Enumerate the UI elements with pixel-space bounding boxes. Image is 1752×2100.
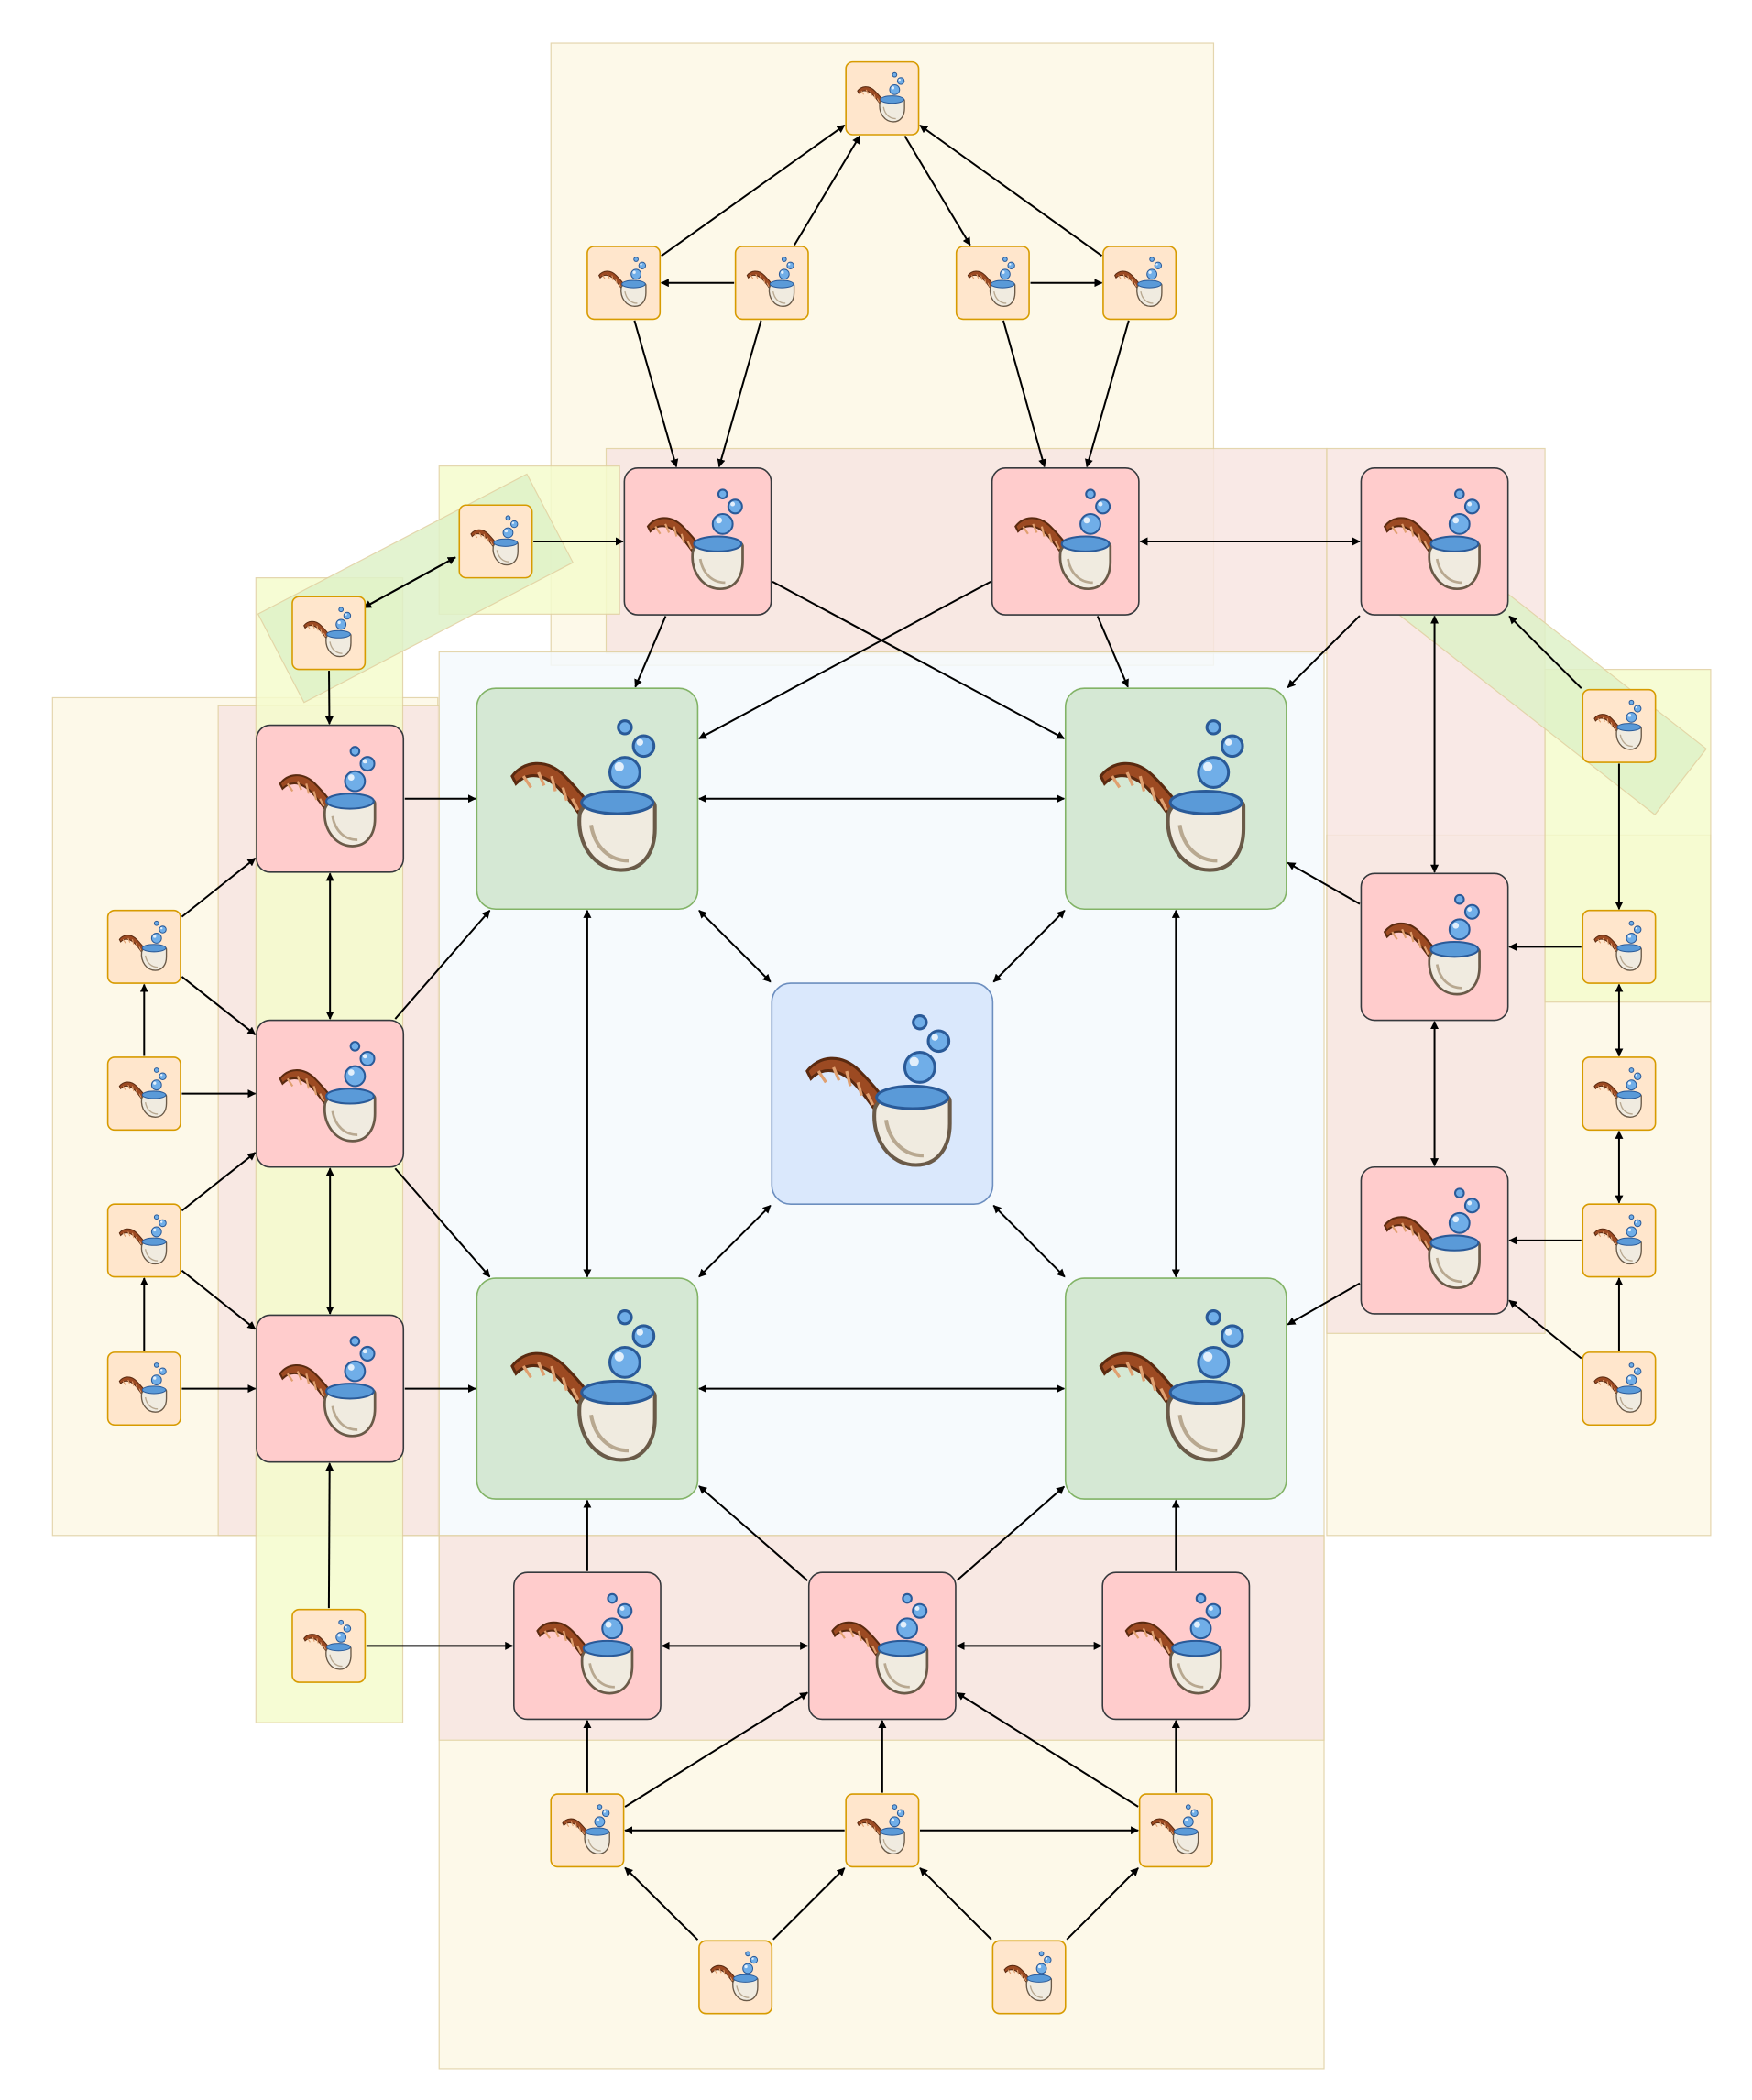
edge-o-t2-to-r-t1 — [717, 320, 762, 468]
edge-g-br-to-core — [992, 1204, 1066, 1278]
tier1-node-g-bl[interactable] — [476, 1277, 699, 1500]
leaf-node-o-r5[interactable] — [1582, 1351, 1657, 1427]
edge-r-t3-to-g-tr — [1287, 615, 1361, 689]
edge-g-tr-to-core — [992, 910, 1066, 983]
leaf-node-o-r2[interactable] — [1582, 909, 1657, 984]
tier2-node-r-b2[interactable] — [807, 1571, 957, 1721]
leaf-node-o-r1[interactable] — [1582, 688, 1657, 763]
edge-o-b1-to-r-b2 — [624, 1691, 809, 1808]
tier2-node-r-b3[interactable] — [1101, 1571, 1251, 1721]
leaf-node-o-tl[interactable] — [458, 504, 533, 579]
edge-o-r1-to-r-t3 — [1508, 615, 1582, 689]
edge-r-l2-to-g-bl — [394, 1167, 491, 1278]
edge-r-t1-to-g-tr — [772, 580, 1066, 739]
edge-g-bl-to-core — [698, 1204, 772, 1278]
edge-o-l1-to-r-l2 — [181, 976, 257, 1035]
tier1-node-g-br[interactable] — [1064, 1277, 1287, 1500]
edge-r-t1-to-g-tl — [634, 616, 667, 688]
edge-r-r1-to-g-tr — [1287, 861, 1361, 905]
leaf-node-o-l2[interactable] — [106, 1056, 181, 1132]
tier2-node-r-b1[interactable] — [513, 1571, 662, 1721]
edge-o-t2-to-o-top — [794, 135, 861, 246]
edge-o-r5-to-r-r2 — [1508, 1299, 1582, 1360]
edge-o-top-to-o-t3 — [903, 135, 971, 246]
edge-o-t1-to-r-t1 — [633, 320, 679, 468]
edge-o-b5-to-o-b2 — [919, 1867, 992, 1941]
leaf-node-o-b4[interactable] — [698, 1940, 773, 2015]
leaf-node-o-t1[interactable] — [586, 246, 662, 321]
tier2-node-r-t3[interactable] — [1360, 467, 1509, 616]
edge-g-tl-to-core — [698, 910, 772, 983]
edge-r-t2-to-g-tl — [698, 580, 991, 739]
leaf-node-o-b3[interactable] — [1138, 1793, 1213, 1868]
tier2-node-r-l1[interactable] — [256, 724, 405, 873]
leaf-node-o-l3[interactable] — [106, 1203, 181, 1278]
core-node-core[interactable] — [771, 982, 994, 1205]
tier2-node-r-r2[interactable] — [1360, 1165, 1509, 1315]
tier2-node-r-l2[interactable] — [256, 1019, 405, 1168]
tier2-node-r-l3[interactable] — [256, 1314, 405, 1463]
tier2-node-r-r1[interactable] — [1360, 872, 1509, 1022]
leaf-node-o-r3[interactable] — [1582, 1056, 1657, 1132]
edge-o-t1-to-o-top — [661, 124, 846, 257]
edge-r-b2-to-g-bl — [698, 1485, 808, 1581]
leaf-node-o-t2[interactable] — [734, 246, 809, 321]
edge-r-b2-to-g-br — [956, 1485, 1065, 1581]
edge-r-l2-to-g-tl — [394, 910, 491, 1020]
leaf-node-o-tl2[interactable] — [291, 596, 367, 671]
edge-r-t2-to-g-tr — [1096, 616, 1129, 688]
tier2-node-r-t1[interactable] — [623, 467, 772, 616]
tier1-node-g-tr[interactable] — [1064, 687, 1287, 911]
leaf-node-o-r4[interactable] — [1582, 1203, 1657, 1278]
edge-o-l3-to-r-l2 — [181, 1152, 257, 1212]
leaf-node-o-t3[interactable] — [955, 246, 1030, 321]
leaf-node-o-l4[interactable] — [106, 1351, 181, 1427]
leaf-node-o-top[interactable] — [845, 60, 920, 136]
leaf-node-o-b2[interactable] — [845, 1793, 920, 1868]
tier1-node-g-tl[interactable] — [476, 687, 699, 911]
edge-o-tl2-to-o-tl — [363, 556, 456, 609]
leaf-node-o-bl[interactable] — [291, 1608, 367, 1683]
edge-o-b3-to-r-b2 — [956, 1691, 1139, 1808]
edge-o-b5-to-o-b3 — [1066, 1867, 1139, 1941]
edge-o-l3-to-r-l3 — [181, 1269, 257, 1330]
leaf-node-o-l1[interactable] — [106, 909, 181, 984]
edge-o-l1-to-r-l1 — [181, 857, 257, 918]
edge-o-t4-to-r-t2 — [1085, 320, 1130, 468]
edge-o-t4-to-o-top — [919, 125, 1103, 257]
edge-r-r2-to-g-br — [1287, 1282, 1361, 1326]
leaf-node-o-b1[interactable] — [550, 1793, 625, 1868]
edge-o-b4-to-o-b2 — [772, 1867, 846, 1941]
tier2-node-r-t2[interactable] — [991, 467, 1140, 616]
edge-o-b4-to-o-b1 — [624, 1866, 699, 1941]
leaf-node-o-t4[interactable] — [1102, 246, 1177, 321]
edge-o-bl-to-r-l3 — [325, 1462, 334, 1609]
leaf-node-o-b5[interactable] — [991, 1940, 1067, 2015]
edge-o-t3-to-r-t2 — [1002, 320, 1046, 468]
